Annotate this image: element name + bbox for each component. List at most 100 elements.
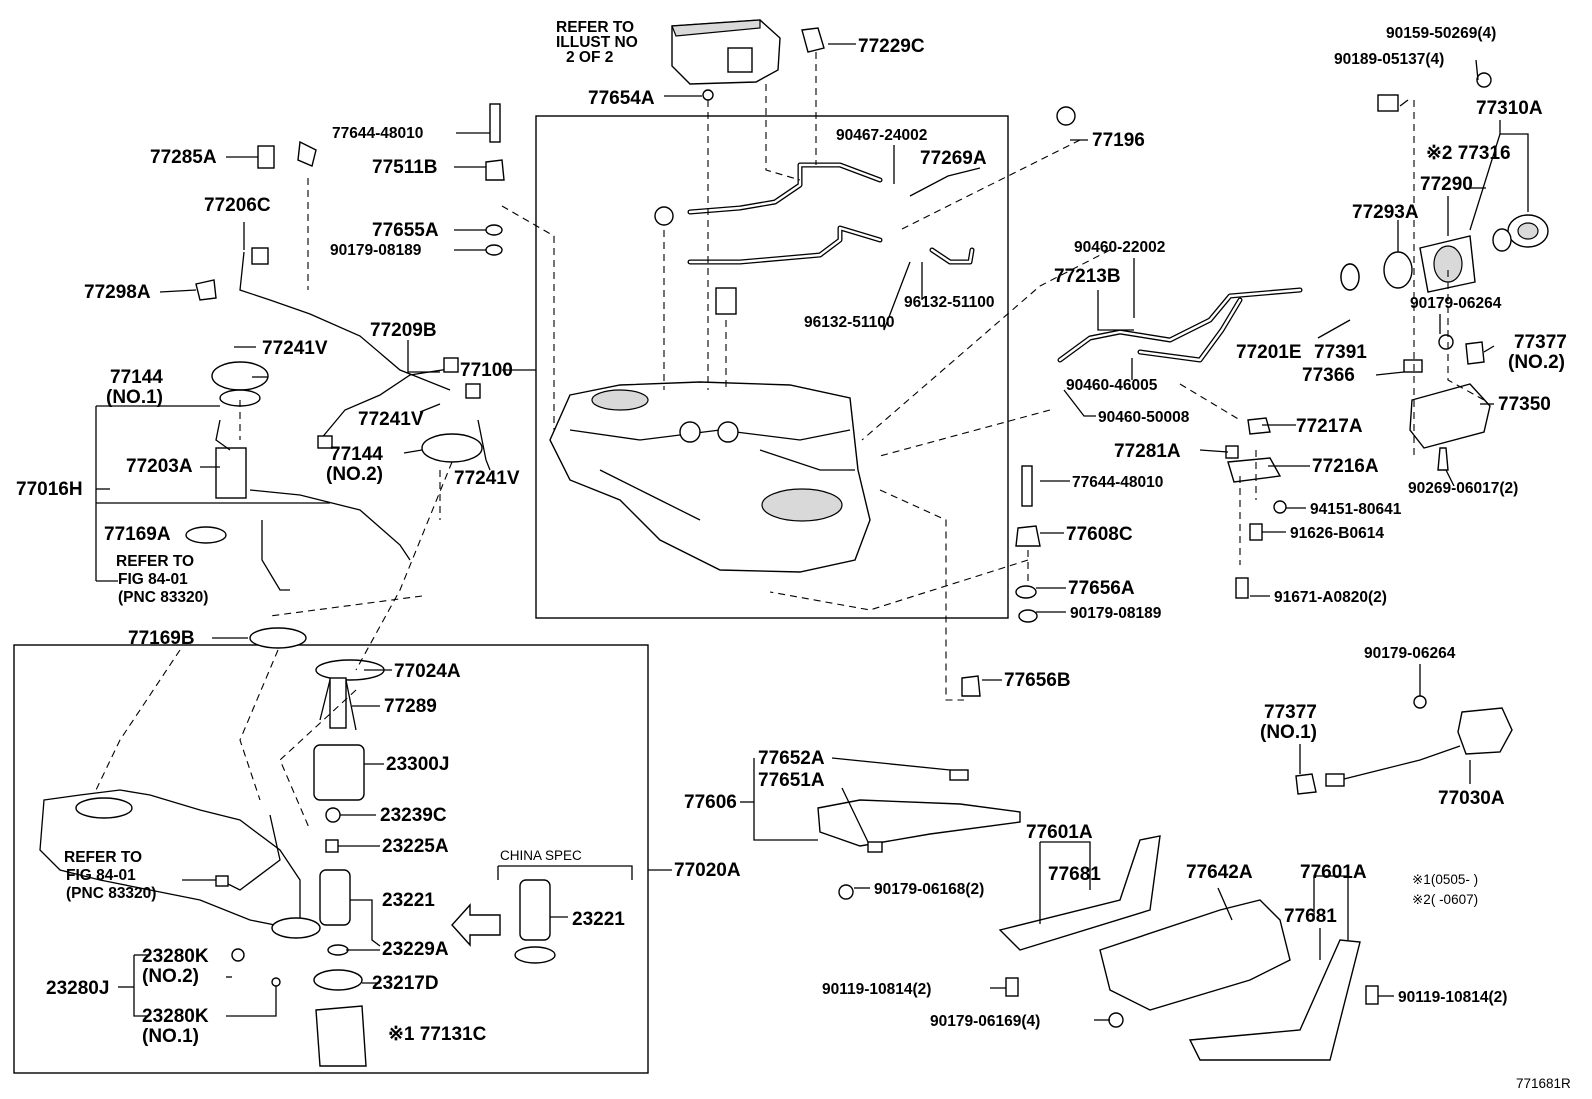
protector-77606-part xyxy=(817,799,1021,847)
part-90467-24002: 90467-24002 xyxy=(836,127,927,144)
part-77216A: 77216A xyxy=(1312,456,1379,477)
part-23217D: 23217D xyxy=(372,973,439,994)
nut-90179-08189b-part xyxy=(1018,609,1038,623)
part-77209B: 77209B xyxy=(370,320,437,341)
part-90460-22002: 90460-22002 xyxy=(1074,239,1165,256)
part-77169A: 77169A xyxy=(104,524,171,545)
pump-part-23239C xyxy=(325,807,341,823)
vapor-hose-part xyxy=(687,162,883,215)
part-90179-06264-b: 90179-06264 xyxy=(1364,645,1456,662)
part-77030A: 77030A xyxy=(1438,788,1505,809)
footnote-2: ※2( -0607) xyxy=(1412,892,1478,907)
part-77681-a: 77681 xyxy=(1048,864,1101,885)
strap-77644-right-part xyxy=(1021,465,1033,507)
nut-94151-part xyxy=(1273,500,1287,514)
fuel-pump-china-part xyxy=(519,879,551,941)
refer-fig-b-3: (PNC 83320) xyxy=(66,885,156,902)
part-23221-china: 23221 xyxy=(572,909,625,930)
part-77656A: 77656A xyxy=(1068,578,1135,599)
dashed-leader-lines xyxy=(95,52,1485,831)
grommet-77654A-part xyxy=(702,89,714,101)
part-77298A: 77298A xyxy=(84,282,151,303)
nut-90179-08189a-part xyxy=(485,244,503,256)
refer-illust-note-1: REFER TO xyxy=(556,19,634,36)
part-90179-08189-right: 90179-08189 xyxy=(1070,605,1162,622)
part-23280J: 23280J xyxy=(46,978,109,999)
refer-fig-a-2: FIG 84-01 xyxy=(118,571,188,588)
part-77644-48010-right: 77644-48010 xyxy=(1072,474,1163,491)
part-77144-no1: 77144 xyxy=(110,367,163,388)
refer-illust-note-2: ILLUST NO xyxy=(556,34,638,51)
charcoal-canister-part xyxy=(671,19,781,85)
nut-90179-06168-part xyxy=(838,884,854,900)
part-77241V-a: 77241V xyxy=(262,338,328,359)
part-77213B: 77213B xyxy=(1054,266,1121,287)
part-23225A: 23225A xyxy=(382,836,449,857)
cushion-77656A-part xyxy=(1015,585,1037,599)
part-94151-80641: 94151-80641 xyxy=(1310,501,1402,518)
part-23280K-no2: 23280K xyxy=(142,946,209,967)
part-90179-08189-left: 90179-08189 xyxy=(330,242,422,259)
part-77652A: 77652A xyxy=(758,748,825,769)
filler-opening-part xyxy=(1419,235,1476,293)
part-77655A: 77655A xyxy=(372,220,439,241)
screw-90269-part xyxy=(1437,447,1449,471)
china-spec-label: CHINA SPEC xyxy=(500,848,582,863)
part-77131C: ※1 77131C xyxy=(388,1024,487,1045)
fuel-tank-group-box xyxy=(535,115,1009,619)
part-90119-10814-b: 90119-10814(2) xyxy=(1398,989,1507,1006)
part-77656B: 77656B xyxy=(1004,670,1071,691)
bolt-90119-a-part xyxy=(1005,977,1019,997)
sender-wire-77209B xyxy=(319,367,456,441)
cushion-77511B-part xyxy=(485,159,505,181)
part-77377-no2-sub: (NO.2) xyxy=(1508,352,1565,373)
part-77020A: 77020A xyxy=(674,860,741,881)
part-77293A: 77293A xyxy=(1352,202,1419,223)
part-77654A: 77654A xyxy=(588,88,655,109)
clip-77377-no1-part xyxy=(1295,773,1317,795)
strap-77601A-b-part xyxy=(1188,939,1361,1061)
part-77606: 77606 xyxy=(684,792,737,813)
cushion-77655A-part xyxy=(485,224,503,236)
nut-90179-06169-part xyxy=(1108,1012,1124,1028)
part-90159-50269: 90159-50269(4) xyxy=(1386,25,1496,42)
fuel-pump-group-box xyxy=(13,644,649,1074)
rubber-77293A-part xyxy=(1383,251,1413,289)
bolt-91671-part xyxy=(1235,577,1249,599)
gasket-77391-part xyxy=(1340,263,1360,291)
part-77290: 77290 xyxy=(1420,174,1473,195)
part-90189-05137: 90189-05137(4) xyxy=(1334,51,1444,68)
nut-90179-06264a-part xyxy=(1438,334,1454,350)
part-77391: 77391 xyxy=(1314,342,1367,363)
part-77024A: 77024A xyxy=(394,661,461,682)
ring-77169A-part xyxy=(185,526,227,544)
cushion-77608C-part xyxy=(1015,525,1041,547)
fuel-lid-part xyxy=(1409,383,1491,449)
protector-77642A-part xyxy=(1099,899,1291,1011)
part-77281A: 77281A xyxy=(1114,441,1181,462)
tank-sketch-part xyxy=(39,789,301,931)
label-77651A-part xyxy=(867,841,883,853)
part-77285A: 77285A xyxy=(150,147,217,168)
pump-bracket-77131C xyxy=(315,1005,367,1067)
refer-illust-note-3: 2 OF 2 xyxy=(566,49,613,66)
part-77144-no2: 77144 xyxy=(330,444,383,465)
part-77206C: 77206C xyxy=(204,195,271,216)
part-77377-no2: 77377 xyxy=(1514,332,1567,353)
part-90460-46005: 90460-46005 xyxy=(1066,377,1158,394)
fuel-cap-part xyxy=(1492,214,1549,252)
fuel-tank-part xyxy=(549,381,871,573)
clip-77366-part xyxy=(1403,359,1423,373)
ring-77169B-part xyxy=(249,627,307,649)
screw-90159-part xyxy=(1476,72,1492,88)
part-77316: ※2 77316 xyxy=(1426,143,1511,164)
part-77350: 77350 xyxy=(1498,394,1551,415)
screw-90189-part xyxy=(1377,94,1399,112)
protector-77285A-part xyxy=(257,145,275,169)
part-77601A-b: 77601A xyxy=(1300,862,1367,883)
part-77203A: 77203A xyxy=(126,456,193,477)
leader-lines xyxy=(96,43,1529,1021)
strap-77644-left-part xyxy=(489,103,501,143)
part-77289: 77289 xyxy=(384,696,437,717)
